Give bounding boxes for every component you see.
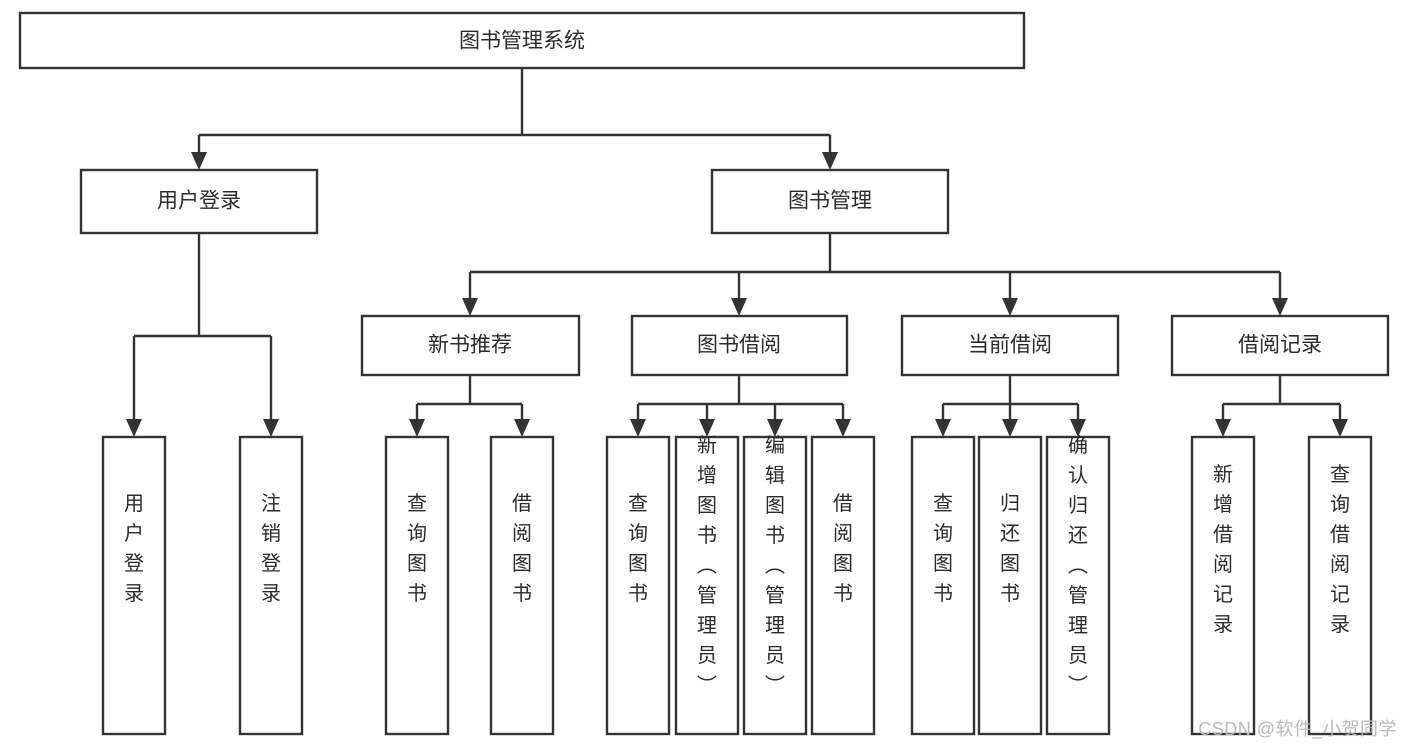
node-new-book-recommend[interactable]: 新书推荐 [360, 314, 581, 377]
leaf-book-borrow-0[interactable]: 查询图书 [605, 435, 671, 736]
node-root-box [18, 11, 1026, 70]
leaf-new-book-recommend-0[interactable]: 查询图书 [384, 435, 450, 736]
node-book-management-box [710, 168, 950, 235]
arrowhead-bb-leaf-1 [699, 419, 715, 437]
arrowhead-cb-leaf-1 [1002, 419, 1018, 437]
arrowhead-l2-3 [1272, 298, 1288, 316]
leaf-user-login-1-label: 注销登录 [261, 492, 281, 605]
leaf-current-borrow-1-box [977, 435, 1043, 736]
node-borrow-record-box [1170, 314, 1390, 377]
arrowhead-l2-0 [462, 298, 478, 316]
leaf-new-book-recommend-0-label: 查询图书 [407, 492, 427, 605]
leaf-user-login-1-box [238, 435, 304, 736]
node-user-login-label: 用户登录 [157, 190, 241, 213]
node-new-book-recommend-label: 新书推荐 [428, 334, 512, 357]
arrowhead-nbr-leaf-1 [514, 419, 530, 437]
arrowhead-cb-leaf-0 [935, 419, 951, 437]
arrowhead-ul-leaf-0 [126, 419, 142, 437]
leaf-current-borrow-1-label: 归还图书 [1000, 492, 1020, 605]
leaf-current-borrow-1[interactable]: 归还图书 [977, 435, 1043, 736]
arrowhead-ul-leaf-1 [263, 419, 279, 437]
leaf-current-borrow-2[interactable]: 确认归还︵管理员︶ [1045, 434, 1111, 736]
node-book-management-label: 图书管理 [788, 190, 872, 213]
leaf-current-borrow-0-label: 查询图书 [933, 492, 953, 605]
leaf-new-book-recommend-0-box [384, 435, 450, 736]
leaf-current-borrow-2-label: 确认归还︵管理员︶ [1068, 434, 1088, 697]
leaf-borrow-record-0-box [1190, 435, 1256, 736]
node-current-borrow[interactable]: 当前借阅 [900, 314, 1120, 377]
arrowhead-l2-1 [731, 298, 747, 316]
leaf-book-borrow-1-label: 新增图书︵管理员︶ [697, 434, 717, 697]
leaf-book-borrow-3[interactable]: 借阅图书 [810, 435, 876, 736]
leaf-new-book-recommend-1[interactable]: 借阅图书 [489, 435, 555, 736]
node-current-borrow-label: 当前借阅 [968, 334, 1052, 357]
node-root-book-management-system[interactable]: 图书管理系统 [18, 11, 1026, 70]
arrowhead-br-leaf-1 [1332, 419, 1348, 437]
leaf-user-login-0-box [101, 435, 167, 736]
leaf-current-borrow-0-box [910, 435, 976, 736]
leaf-book-borrow-3-box [810, 435, 876, 736]
leaf-book-borrow-0-box [605, 435, 671, 736]
node-book-borrow-box [630, 314, 849, 377]
leaf-book-borrow-0-label: 查询图书 [628, 492, 648, 605]
arrowhead-bb-leaf-3 [835, 419, 851, 437]
arrowhead-book-mgmt [822, 152, 838, 170]
leaf-book-borrow-2-box [742, 435, 808, 736]
leaf-book-borrow-3-label: 借阅图书 [833, 492, 853, 605]
node-book-borrow-label: 图书借阅 [697, 334, 781, 357]
leaf-book-borrow-1[interactable]: 新增图书︵管理员︶ [674, 434, 740, 736]
csdn-watermark: CSDN @软件_小贺同学 [1198, 719, 1397, 739]
arrowhead-user-login [191, 152, 207, 170]
node-user-login[interactable]: 用户登录 [79, 168, 319, 235]
node-book-management[interactable]: 图书管理 [710, 168, 950, 235]
leaf-new-book-recommend-1-label: 借阅图书 [512, 492, 532, 605]
node-current-borrow-box [900, 314, 1120, 377]
leaf-book-borrow-2[interactable]: 编辑图书︵管理员︶ [742, 434, 808, 736]
node-book-borrow[interactable]: 图书借阅 [630, 314, 849, 377]
leaf-borrow-record-1-box [1307, 435, 1373, 736]
node-borrow-record[interactable]: 借阅记录 [1170, 314, 1390, 377]
leaf-user-login-0[interactable]: 用户登录 [101, 435, 167, 736]
arrowhead-l2-2 [1002, 298, 1018, 316]
leaf-book-borrow-1-box [674, 435, 740, 736]
arrowhead-nbr-leaf-0 [409, 419, 425, 437]
node-new-book-recommend-box [360, 314, 581, 377]
leaf-current-borrow-0[interactable]: 查询图书 [910, 435, 976, 736]
leaf-book-borrow-2-label: 编辑图书︵管理员︶ [765, 434, 785, 697]
node-root-label: 图书管理系统 [459, 30, 585, 53]
connector-group [126, 68, 1348, 437]
node-borrow-record-label: 借阅记录 [1238, 334, 1322, 357]
leaf-borrow-record-1[interactable]: 查询借阅记录 [1307, 435, 1373, 736]
arrowhead-cb-leaf-2 [1070, 419, 1086, 437]
leaf-borrow-record-0[interactable]: 新增借阅记录 [1190, 435, 1256, 736]
leaf-new-book-recommend-1-box [489, 435, 555, 736]
arrowhead-bb-leaf-0 [630, 419, 646, 437]
leaf-user-login-0-label: 用户登录 [124, 493, 144, 605]
leaf-borrow-record-1-label: 查询借阅记录 [1330, 463, 1350, 636]
leaf-borrow-record-0-label: 新增借阅记录 [1213, 463, 1233, 636]
leaf-current-borrow-2-box [1045, 435, 1111, 736]
leaf-user-login-1[interactable]: 注销登录 [238, 435, 304, 736]
arrowhead-bb-leaf-2 [767, 419, 783, 437]
node-user-login-box [79, 168, 319, 235]
arrowhead-br-leaf-0 [1215, 419, 1231, 437]
